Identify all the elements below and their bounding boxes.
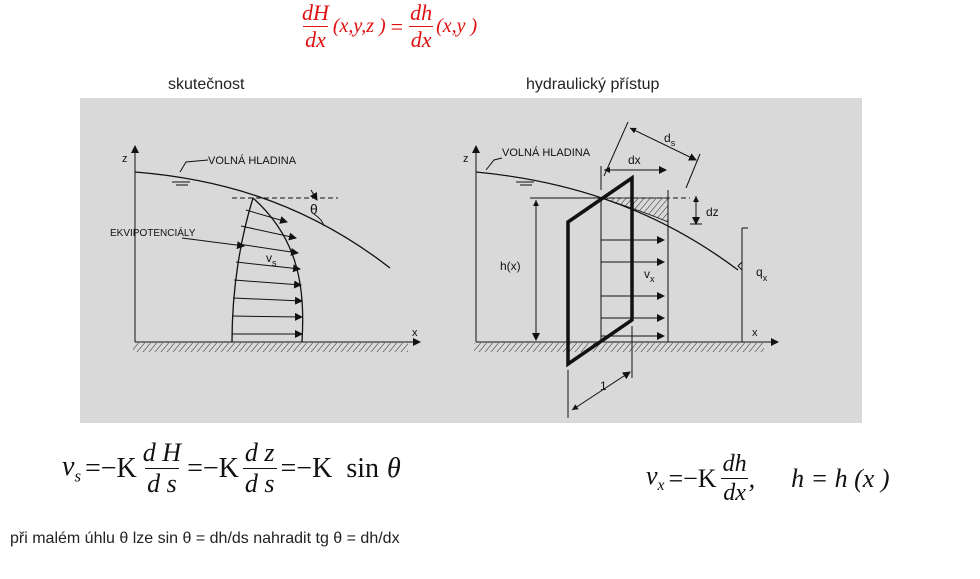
left-free-surface xyxy=(134,171,391,269)
left-equipotential-label: EKVIPOTENCIÁLY xyxy=(110,226,196,239)
eq-right-minus-k: =−K xyxy=(668,463,717,493)
right-unit-frame xyxy=(566,174,634,368)
right-z-label: z xyxy=(463,153,469,165)
right-free-surface-label: VOLNÁ HLADINA xyxy=(502,146,591,159)
top-lhs-fraction: dH dx xyxy=(300,2,331,51)
eq-vs: vs xyxy=(62,450,81,486)
right-x-label: x xyxy=(752,327,758,339)
top-rhs-fraction: dh dx xyxy=(408,2,434,51)
top-equation: dH dx (x,y,z ) = dh dx (x,y ) xyxy=(300,2,477,51)
eq-theta: θ xyxy=(387,452,401,484)
eq-vx: vx xyxy=(646,461,665,495)
top-equals: = xyxy=(390,13,404,39)
left-ground-hatch xyxy=(133,343,408,352)
right-dz-label: dz xyxy=(706,205,719,219)
diagram-background xyxy=(80,98,862,423)
right-q-brace xyxy=(737,227,748,343)
top-rhs-numerator: dh xyxy=(410,0,433,25)
right-ds-label: ds xyxy=(664,131,676,148)
bottom-left-equation: vs =−K d H d s =−K d z d s =−K sin θ xyxy=(62,440,401,497)
eq-fraction-dh-dx: dh dx xyxy=(721,451,748,506)
eq-minus-k-1: =−K xyxy=(84,452,137,484)
right-q-label: qx xyxy=(756,265,768,283)
caption-left: skutečnost xyxy=(168,76,245,93)
top-rhs-denominator: dx xyxy=(408,26,434,52)
caption-right: hydraulický přístup xyxy=(526,76,660,93)
eq-minus-k-3: =−K xyxy=(280,452,333,484)
right-dx-label: dx xyxy=(628,153,641,167)
left-x-label: x xyxy=(412,327,418,339)
eq-h-definition: h = h (x ) xyxy=(791,463,890,493)
eq-sin: sin xyxy=(346,452,379,484)
left-z-label: z xyxy=(122,153,128,165)
left-vs-label: vs xyxy=(266,251,277,268)
top-lhs-numerator: dH xyxy=(302,0,329,25)
eq-minus-k-2: =−K xyxy=(187,452,239,484)
right-h-label: h(x) xyxy=(500,259,521,273)
bottom-right-equation: vx =−K dh dx , h = h (x ) xyxy=(646,452,889,505)
right-one-label: 1 xyxy=(600,379,607,393)
top-lhs-args: (x,y,z ) xyxy=(332,15,386,37)
right-panel: VOLNÁ HLADINA h(x) dx ds xyxy=(463,121,779,418)
eq-comma: , xyxy=(748,463,756,493)
top-lhs-denominator: dx xyxy=(303,26,328,52)
left-equipotential-curve xyxy=(231,197,254,343)
top-rhs-args: (x,y ) xyxy=(436,15,478,37)
left-free-surface-label: VOLNÁ HLADINA xyxy=(208,154,297,167)
left-theta: θ xyxy=(310,201,318,217)
right-vx-label: vx xyxy=(644,267,655,284)
eq-fraction-dH-ds: d H d s xyxy=(142,438,182,498)
eq-fraction-dz-ds: d z d s xyxy=(242,438,277,498)
right-ground-hatch xyxy=(474,343,764,352)
approximation-note: při malém úhlu θ lze sin θ = dh/ds nahra… xyxy=(10,530,400,547)
left-panel: VOLNÁ HLADINA θ z x EKVIPOTENCIÁLY vs xyxy=(110,145,421,352)
